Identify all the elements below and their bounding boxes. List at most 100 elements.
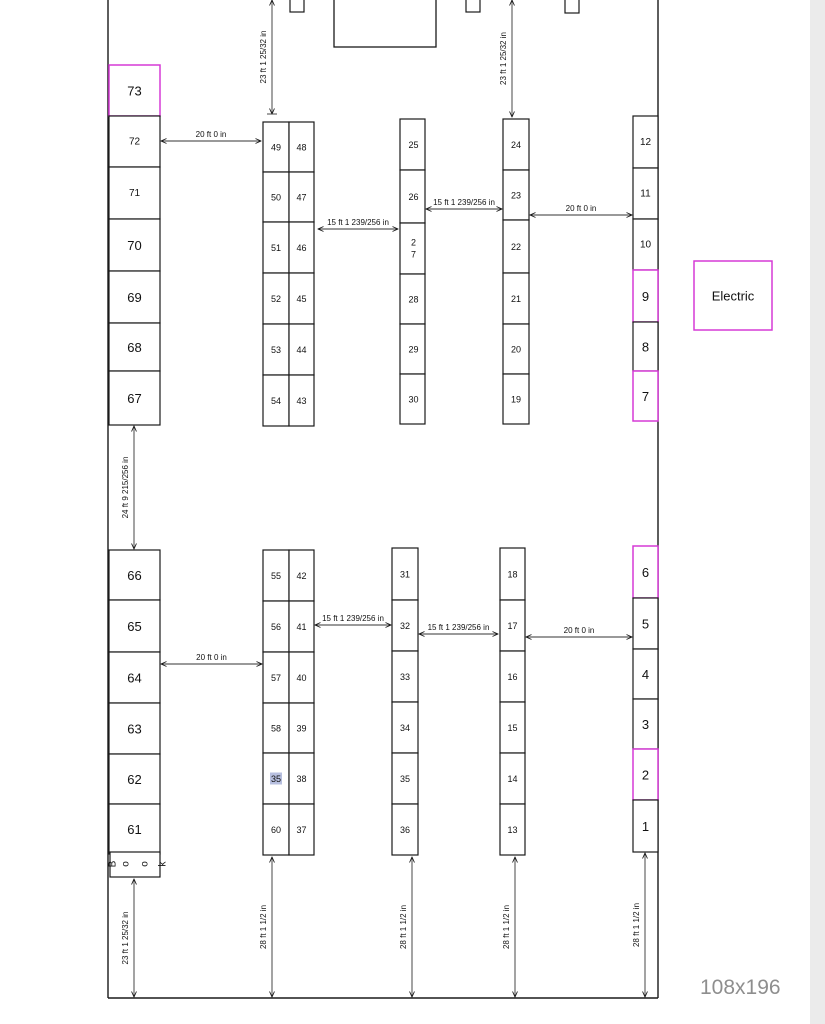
booth-col-d-bottom-5[interactable]: 14 [499,752,526,805]
booth-col-c-bottom-1[interactable]: 31 [391,547,419,601]
dim-20ft-top-left: 20 ft 0 in [161,130,261,141]
booth-col-c-top-1[interactable]: 25 [399,118,426,171]
booth-col-b-left-3[interactable]: 51 [262,221,290,274]
booth-col-c-bottom-4[interactable]: 34 [391,701,419,754]
booth-col-d-bottom-3[interactable]: 16 [499,650,526,703]
booth-col-c-bottom-6[interactable]: 36 [391,803,419,856]
booth-col-right-4[interactable]: 9 [632,269,659,323]
booth-col-b-right-11[interactable]: 38 [288,752,315,805]
booth-number: 18 [507,570,517,580]
booth-col-right-5[interactable]: 8 [632,321,659,372]
booth-col-d-top-1[interactable]: 24 [502,118,530,171]
booth-col-b-left-4[interactable]: 52 [262,272,290,325]
booth-col-right-6[interactable]: 7 [632,370,659,422]
booth-col-b-left-6[interactable]: 54 [262,374,290,427]
booth-col-b-left-5[interactable]: 53 [262,323,290,376]
booth-col-b-right-1[interactable]: 48 [288,121,315,173]
booth-col-right-8[interactable]: 5 [632,597,659,650]
svg-text:28 ft 1 1/2 in: 28 ft 1 1/2 in [632,903,641,947]
dim-23ft-top-right: 23 ft 1 25/32 in [499,0,512,117]
booth-number: 52 [271,294,281,304]
booth-col-b-right-9[interactable]: 40 [288,651,315,704]
booth-col-left-6[interactable]: 68 [108,322,161,372]
booth-col-b-right-2[interactable]: 47 [288,171,315,223]
booth-col-c-bottom-2[interactable]: 32 [391,599,419,652]
booth-col-b-right-8[interactable]: 41 [288,600,315,653]
booth-col-left-3[interactable]: 71 [108,166,161,220]
booth-col-d-bottom-2[interactable]: 17 [499,599,526,652]
booth-number: 8 [642,340,649,355]
dim-28ft-4: 28 ft 1 1/2 in [632,853,645,997]
booth-col-right-10[interactable]: 3 [632,698,659,750]
booth-col-b-left-11[interactable]: 35 [262,752,290,805]
booth-col-b-right-5[interactable]: 44 [288,323,315,376]
booth-col-b-left-8[interactable]: 56 [262,600,290,653]
booth-col-c-top-6[interactable]: 30 [399,373,426,425]
booth-col-b-right-7[interactable]: 42 [288,549,315,602]
booth-col-d-bottom-1[interactable]: 18 [499,547,526,601]
booth-col-b-left-2[interactable]: 50 [262,171,290,223]
dim-28ft-1: 28 ft 1 1/2 in [259,857,272,997]
booth-col-d-top-4[interactable]: 21 [502,272,530,325]
booth-col-left-1[interactable]: 73 [108,64,161,117]
booth-col-right-7[interactable]: 6 [632,545,659,599]
booth-number: 9 [642,289,649,304]
booth-col-b-left-12[interactable]: 60 [262,803,290,856]
booth-col-right-9[interactable]: 4 [632,648,659,700]
booth-col-left-7[interactable]: 67 [108,370,161,426]
booth-col-d-bottom-6[interactable]: 13 [499,803,526,856]
booth-col-b-right-12[interactable]: 37 [288,803,315,856]
booth-number: 22 [511,242,521,252]
booth-col-right-1[interactable]: 12 [632,115,659,169]
booth-number: 4 [642,667,649,682]
booth-col-left-12[interactable]: 62 [108,753,161,805]
booth-col-right-12[interactable]: 1 [632,799,659,853]
booth-number: 44 [296,345,306,355]
booth-col-left-5[interactable]: 69 [108,270,161,324]
booth-col-d-top-6[interactable]: 19 [502,373,530,425]
svg-text:20 ft 0 in: 20 ft 0 in [564,626,595,635]
booth-col-c-top-2[interactable]: 26 [399,169,426,224]
booth-col-b-left-10[interactable]: 58 [262,702,290,754]
booth-col-d-bottom-4[interactable]: 15 [499,701,526,754]
booth-col-left-4[interactable]: 70 [108,218,161,272]
booth-col-right-3[interactable]: 10 [632,218,659,271]
booth-number: 43 [296,396,306,406]
booth-col-b-right-6[interactable]: 43 [288,374,315,427]
svg-text:23 ft 1 25/32 in: 23 ft 1 25/32 in [259,31,268,84]
booth-col-c-bottom-5[interactable]: 35 [391,752,419,805]
booth-number: 25 [408,140,418,150]
electric-box[interactable]: Electric [693,260,773,331]
booth-col-right-11[interactable]: 2 [632,748,659,801]
booth-number: 60 [271,825,281,835]
booth-col-left-9[interactable]: 65 [108,599,161,653]
booth-col-b-right-4[interactable]: 45 [288,272,315,325]
booth-col-c-bottom-3[interactable]: 33 [391,650,419,703]
booth-col-left-11[interactable]: 63 [108,702,161,755]
dim-20ft-bottom-left: 20 ft 0 in [161,653,262,664]
svg-text:15 ft 1 239/256 in: 15 ft 1 239/256 in [327,218,389,227]
booth-col-c-top-3[interactable]: 27 [399,222,426,275]
booth-col-left-13[interactable]: 61 [108,803,161,855]
booth-col-b-left-1[interactable]: 49 [262,121,290,173]
booth-col-left-10[interactable]: 64 [108,651,161,704]
booth-col-d-top-5[interactable]: 20 [502,323,530,375]
booth-number: 49 [271,143,281,153]
booth-col-b-left-9[interactable]: 57 [262,651,290,704]
booth-col-b-left-7[interactable]: 55 [262,549,290,602]
booth-col-b-right-3[interactable]: 46 [288,221,315,274]
booth-col-c-top-4[interactable]: 28 [399,273,426,325]
booth-col-right-2[interactable]: 11 [632,167,659,220]
dim-15ft-bottom-1: 15 ft 1 239/256 in [315,614,391,625]
stage-block [333,0,437,48]
booth-col-b-right-10[interactable]: 39 [288,702,315,754]
booth-number: 69 [127,290,141,305]
booth-col-left-8[interactable]: 66 [108,549,161,601]
booth-number: 61 [127,822,141,837]
booth-col-d-top-3[interactable]: 22 [502,219,530,274]
book-letter: k [158,861,169,867]
booth-col-left-2[interactable]: 72 [108,115,161,168]
booth-col-c-top-5[interactable]: 29 [399,323,426,375]
booth-col-d-top-2[interactable]: 23 [502,169,530,221]
